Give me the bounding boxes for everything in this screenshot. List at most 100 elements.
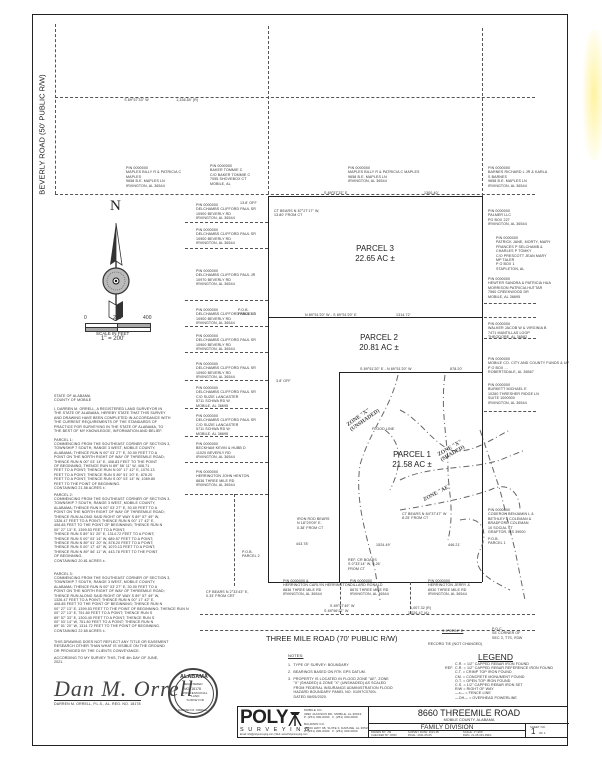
- legend-item: C.S. = 1/2" CAPPED REBAR IRON SET: [455, 683, 523, 688]
- cert-according: ACCORDING TO MY SURVEY THIS, THE 4th DAY…: [54, 656, 159, 665]
- parcel1-mid-distance: 443.78': [296, 542, 309, 546]
- three-mile-road-label: THREE MILE ROAD (70' PUBLIC R/W): [266, 634, 398, 643]
- parcel-3-name: PARCEL 3: [356, 244, 394, 253]
- owner-east-6: PIN 0000000 BURKETT MICHAEL E 10260 THRE…: [488, 383, 539, 405]
- scale-label: SCALE IN FEET: [96, 331, 130, 336]
- north-arrow-icon: [102, 222, 130, 321]
- legend-item: R/W = RIGHT OF WAY: [455, 687, 494, 692]
- drawn-by: DRAWN BY: JW: [371, 730, 392, 734]
- south-distance-a: 1,007.32 (R): [410, 606, 432, 610]
- owner-west-2: PIN 0000000 DELCHAMBS CLIFFORD PAUL SR 1…: [196, 228, 256, 246]
- owner-west-6: PIN 0000000 DELCHAMBS CLIFFORD PAUL SR 1…: [196, 362, 256, 380]
- west-lot-line-8: [185, 436, 268, 437]
- owner-west-7: PIN 0000000 DELCHAMBS CLIFFORD PAUL SR C…: [196, 386, 256, 408]
- west-lot-line-3: [185, 300, 268, 301]
- parcel-1-label: PARCEL 1 21.58 AC ±: [382, 450, 442, 470]
- title-block: POLY SURVEYING Email: info@polysurveying…: [237, 706, 569, 738]
- pob-parcel2: P.O.B. PARCEL 2: [242, 550, 260, 559]
- parcel-2-name: PARCEL 2: [360, 333, 398, 342]
- owner-north-4: PIN 0000000 BARNES RICHARD L JR & KARLA …: [488, 166, 548, 188]
- parcel3-south-distance: 1314.72': [396, 313, 411, 317]
- pob-offset-bearing: S 0°03'24" E: [442, 629, 464, 633]
- west-lot-line-10: [185, 494, 268, 495]
- owner-east-4: PIN 0000000 WALKER JACOB W & VIRGINIA B …: [488, 322, 547, 340]
- three-mile-road-centerline: [200, 630, 535, 631]
- legend-item: —x— = FENCE LINE: [455, 691, 491, 696]
- parcel3-north-bearing: S 89°57'33" E: [324, 191, 348, 195]
- west-lot-line-7: [185, 408, 268, 409]
- notes-title: NOTES:: [288, 653, 304, 658]
- offset-3-8-note: 3.8' OFF: [276, 379, 291, 383]
- owner-south-1: PIN 0000000 & HERRINGTON CARLYN HERRINGT…: [283, 579, 351, 597]
- west-lot-vertical: [234, 494, 235, 586]
- ct-bears-left-note: CF BEARS N 2°33'43" E, 0.33' FROM CRT: [206, 590, 249, 599]
- logo-tripod-icon: [288, 712, 302, 726]
- note-3: 3. PROPERTY IS LOCATED IN FLOOD ZONE "AE…: [288, 677, 393, 699]
- beverly-road-label: BEVERLY ROAD (50' PUBLIC R/W): [37, 74, 47, 195]
- west-lot-line-5: [185, 352, 268, 353]
- parcel1-south-line: [268, 582, 482, 583]
- ref-cr-note: REF. CR BOARS S 0°33'14" W, 0.26' FROM C…: [348, 558, 381, 571]
- parcel3-south-line: [268, 317, 482, 318]
- baldwin-office: BALDWIN CO. 28600 HWY 98, SUITE F, DAPHN…: [304, 722, 370, 734]
- owner-north-1: PIN 0000000 MAPLES BILLY R & PATRICIA C …: [126, 166, 182, 188]
- pob-record-note: RECORD TIE (NOT CHANGED): [428, 642, 483, 646]
- scale-tick-400: 400: [143, 315, 152, 321]
- west-lot-line-9: [185, 462, 268, 463]
- top-distance-label: 1,336.50' (R): [176, 98, 199, 103]
- three-mile-road-north-row: [200, 614, 535, 615]
- west-lot-line-4: [185, 326, 268, 327]
- parcel3-north-line: [268, 196, 482, 197]
- ct-bears-top-note: CT BEARS N 87°27'17" W, 13.80' FROM CT: [274, 209, 320, 218]
- final-date: FINAL: 2021-05-05: [408, 733, 432, 737]
- sheet-label: SHEET NO.: [530, 725, 546, 729]
- logo-sub: SURVEYING: [240, 727, 314, 733]
- parcel-1-name: PARCEL 1: [393, 450, 431, 459]
- owner-east-3: PIN 0000000 HEWTER SANDRA & PATRICIA HUA…: [488, 277, 551, 299]
- north-label: N: [110, 198, 121, 214]
- parcel2-south-distance: 878.20': [450, 367, 463, 371]
- checked-by: CHECKED BY: DMO: [371, 733, 397, 737]
- south-bearing-b: S 89°56'22" W: [324, 609, 349, 613]
- scale-ratio: 1" = 200': [101, 336, 125, 342]
- cert-parcel3-title: PARCEL 3:: [54, 572, 73, 576]
- east-lot-line-1: [484, 303, 536, 304]
- sheet-number: 1: [531, 727, 536, 736]
- cert-parcel3: COMMENCING FROM THE SOUTHEAST CORNER OF …: [54, 576, 189, 633]
- cert-parcel1: COMMENCING FROM THE SOUTHEAST CORNER OF …: [54, 442, 171, 491]
- parcel-2-label: PARCEL 2 20.81 AC ±: [344, 333, 414, 353]
- owner-west-3: PIN 0000000 DELCHAMBS CLIFFORD PAUL JR 1…: [196, 269, 256, 287]
- pob-parcel3: P.O.B. PARCEL 3: [238, 308, 256, 317]
- legend-item: CM. = CONCRETE MONUMENT FOUND: [455, 674, 525, 679]
- poc-note: P.O.C. SE CORNER OF SEC 3, T7S, R3W: [492, 627, 523, 640]
- footer-link[interactable]: Email: info@polysurveying.com | Web: www…: [240, 733, 308, 736]
- legend-ref-prefix: REF.: [445, 666, 454, 670]
- parcel-1-area: 21.58 AC ±: [392, 460, 432, 469]
- north-neighbor-line: [55, 97, 535, 98]
- scan-highlight: [583, 30, 602, 160]
- parcel-east-line: [482, 196, 483, 582]
- owner-north-3: PIN 0000000 MAPLES BILLY R & PATRICIA C …: [348, 166, 420, 184]
- owner-east-2: PIN 0000000 PATRICK JANE, MORTY, MARY FR…: [496, 236, 551, 271]
- seal-registered: REGISTERED: [183, 682, 203, 686]
- owner-west-1: PIN 0000000 DELCHAMBS CLIFFORD PAUL SR 1…: [196, 203, 256, 221]
- south-bearing-a: S 89°57'49" W: [330, 604, 355, 608]
- surveyor-seal: ALABAMA REGISTERED NO. 18178 PROFESSIONA…: [168, 668, 218, 718]
- owner-east-7: PIN 0000000 CODERON BENJAMIN L & BETHLEY…: [488, 508, 534, 535]
- parcel1-south-distance-2: 446.21': [448, 543, 461, 547]
- west-lot-line-6: [185, 380, 268, 381]
- owner-north-2: PIN 0000000 BAKER TOMMIE C C/O BAKER TOM…: [210, 164, 251, 186]
- parcel1-south-distance: 1524.49': [376, 543, 391, 547]
- surveyor-name: DARREN M. ORRELL, P.L.S., AL. REG. NO. 1…: [54, 700, 141, 706]
- legend-item: —OH— = OVERHEAD POWERLINE: [455, 695, 517, 700]
- beverly-road-west-line: [55, 24, 56, 194]
- parcel3-north-distance: 1300.40': [424, 191, 439, 195]
- east-lot-line-3: [484, 338, 536, 339]
- parcel2-south-bearing: S 89°51'20" E - N 89°51'20" W: [360, 367, 412, 371]
- owner-west-4: PIN 0000000 DELCHAMBS CLIFFORD PAUL SR 1…: [196, 308, 256, 326]
- west-lot-line-2: [185, 248, 268, 249]
- owner-south-3: PIN 0000000 HERRINGTON JERRY & 8930 THRE…: [428, 579, 470, 597]
- cert-parcel1-title: PARCEL 1:: [54, 438, 73, 442]
- legend-title: LEGEND: [478, 652, 513, 662]
- south-lot-line-2: [410, 582, 411, 614]
